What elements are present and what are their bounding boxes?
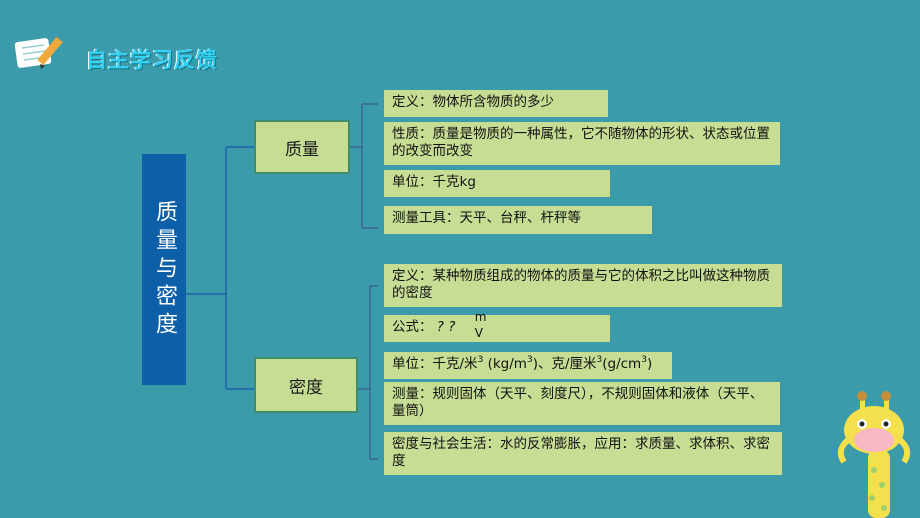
mass-definition: 定义：物体所含物质的多少	[384, 90, 608, 117]
unit-text-1: 单位：千克/米	[392, 356, 478, 372]
formula-lhs: ? ?	[436, 319, 456, 335]
unit-exp-4: 3	[641, 355, 647, 365]
unit-text-3: )、克/厘米	[532, 356, 597, 372]
giraffe-icon	[837, 391, 911, 518]
section-title: 自主学习反馈	[86, 48, 218, 72]
unit-exp-2: 3	[526, 355, 533, 365]
unit-exp-3: 3	[596, 355, 603, 365]
density-unit: 单位：千克/米3 (kg/m3)、克/厘米3(g/cm3)	[384, 352, 672, 379]
formula-numerator: m	[474, 310, 487, 324]
node-density: 密度	[254, 357, 358, 413]
formula-label: 公式：	[392, 319, 433, 335]
unit-text-4: (g/cm	[602, 356, 642, 372]
node-mass: 质量	[254, 120, 350, 174]
formula-denominator: V	[474, 326, 484, 340]
density-formula-expression: ? ? m V	[436, 310, 487, 340]
mass-unit: 单位：千克kg	[384, 170, 610, 197]
root-topic: 质量与密度	[142, 154, 186, 385]
unit-exp-1: 3	[477, 355, 484, 365]
density-measurement: 测量：规则固体（天平、刻度尺），不规则固体和液体（天平、量筒）	[384, 382, 780, 425]
mass-tools: 测量工具：天平、台秤、杆秤等	[384, 206, 652, 234]
unit-text-2: (kg/m	[483, 356, 527, 372]
density-formula: 公式： ? ? m V	[384, 310, 610, 342]
section-header: 自主学习反馈	[10, 30, 270, 76]
mass-property: 性质：质量是物质的一种属性，它不随物体的形状、状态或位置的改变而改变	[384, 122, 780, 165]
density-society: 密度与社会生活：水的反常膨胀，应用：求质量、求体积、求密度	[384, 432, 782, 475]
density-definition: 定义：某种物质组成的物体的质量与它的体积之比叫做这种物质的密度	[384, 264, 782, 307]
unit-text-5: )	[646, 356, 653, 372]
pencil-notebook-icon	[14, 36, 63, 69]
